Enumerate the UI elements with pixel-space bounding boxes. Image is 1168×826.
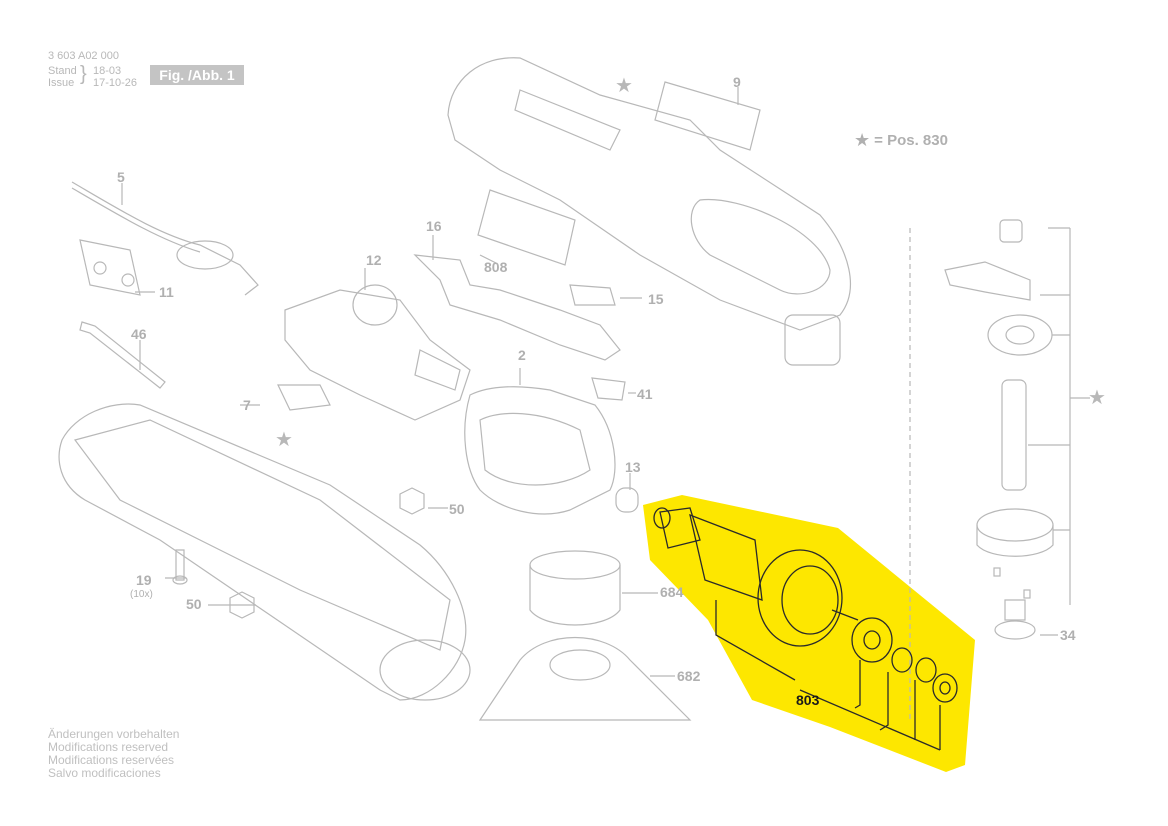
- svg-text:★: ★: [275, 427, 293, 451]
- position-stars: ★ ★ ★: [275, 73, 1106, 451]
- legend: ★ = Pos. 830: [854, 130, 948, 151]
- callout-2: 2: [518, 347, 526, 363]
- callout-803: 803: [796, 692, 820, 708]
- issue-date: 17-10-26: [93, 77, 138, 89]
- housing-bottom: [58, 403, 467, 701]
- callout-808: 808: [484, 259, 508, 275]
- callout-19-qty: (10x): [130, 589, 153, 600]
- footer-note-es: Salvo modificaciones: [48, 766, 161, 780]
- housing-top: [447, 57, 851, 331]
- callout-684: 684: [660, 584, 684, 600]
- callout-12: 12: [366, 252, 382, 268]
- footer-note-de: Änderungen vorbehalten: [48, 727, 180, 741]
- callout-50-top: 50: [449, 501, 465, 517]
- figure-label: Fig. /Abb. 1: [150, 65, 244, 85]
- stand-label: Stand: [48, 65, 77, 77]
- linework: [58, 57, 1090, 721]
- issue-label: Issue: [48, 77, 75, 89]
- armature-803: [653, 507, 958, 751]
- footer-note-fr: Modifications reservées: [48, 753, 175, 767]
- callout-50-bottom: 50: [186, 596, 202, 612]
- callout-16: 16: [426, 218, 442, 234]
- callout-13: 13: [625, 459, 641, 475]
- part-number: 3 603 A02 000: [48, 50, 119, 62]
- callout-15: 15: [648, 291, 664, 307]
- callout-41: 41: [637, 386, 653, 402]
- callout-5: 5: [117, 169, 125, 185]
- sanding-plate: [478, 636, 692, 721]
- brace-icon: }: [80, 63, 87, 85]
- stator: [464, 386, 616, 515]
- svg-text:★: ★: [615, 73, 633, 97]
- stand-date: 18-03: [93, 65, 122, 77]
- callout-11: 11: [159, 284, 174, 300]
- callout-46: 46: [131, 326, 147, 342]
- cable: [71, 181, 259, 296]
- callout-34: 34: [1060, 627, 1076, 643]
- footer-note-en: Modifications reserved: [48, 740, 169, 754]
- callout-9: 9: [733, 74, 741, 90]
- callout-682: 682: [677, 668, 701, 684]
- callout-19: 19: [136, 572, 152, 588]
- callout-7: 7: [243, 397, 251, 413]
- legend-text: = Pos. 830: [874, 132, 948, 149]
- svg-text:★: ★: [1088, 385, 1106, 409]
- star-icon: ★: [854, 130, 871, 151]
